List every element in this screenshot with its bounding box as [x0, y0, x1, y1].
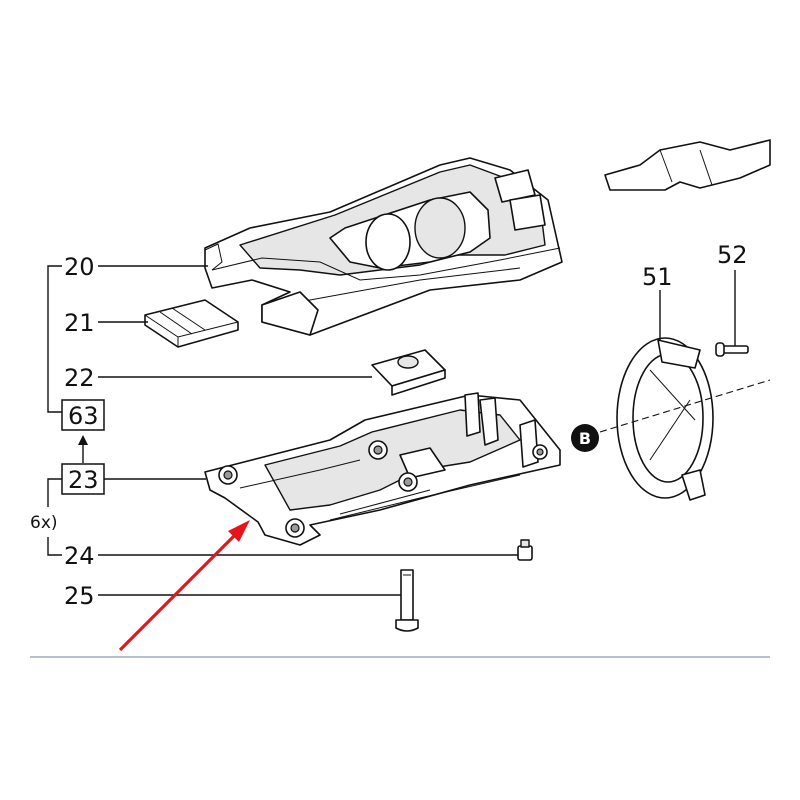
- part-51-ring: [616, 337, 714, 501]
- callout-20: 20: [64, 253, 95, 281]
- part-22-slider: [371, 349, 446, 396]
- quantity-note: 6x): [30, 513, 58, 533]
- box-23: [61, 463, 105, 495]
- part-24-screw: [517, 539, 533, 561]
- reference-badge-b-label: B: [579, 429, 591, 448]
- reference-axis-line: [599, 379, 771, 433]
- callout-51: 51: [642, 263, 673, 291]
- part-21-block: [144, 299, 239, 348]
- bracket-qty-24: [47, 537, 62, 556]
- reference-badge-b: [571, 424, 599, 452]
- bracket-20-63: [47, 265, 62, 413]
- callout-21: 21: [64, 309, 95, 337]
- part-52-pin: [715, 342, 749, 357]
- callout-25: 25: [64, 582, 95, 610]
- callout-23: 23: [68, 466, 99, 494]
- arrowhead-up: [78, 435, 88, 445]
- callout-24: 24: [64, 542, 95, 570]
- callout-63: 63: [68, 402, 99, 430]
- callout-22: 22: [64, 364, 95, 392]
- part-25-bolt: [395, 569, 419, 632]
- box-63: [61, 399, 105, 431]
- handle-fragment: [604, 139, 771, 191]
- part-23-base-plate: [204, 392, 561, 546]
- callout-52: 52: [717, 241, 748, 269]
- red-pointer-arrow: [118, 520, 250, 652]
- bracket-23-24: [47, 478, 62, 507]
- part-20-housing: [204, 157, 563, 336]
